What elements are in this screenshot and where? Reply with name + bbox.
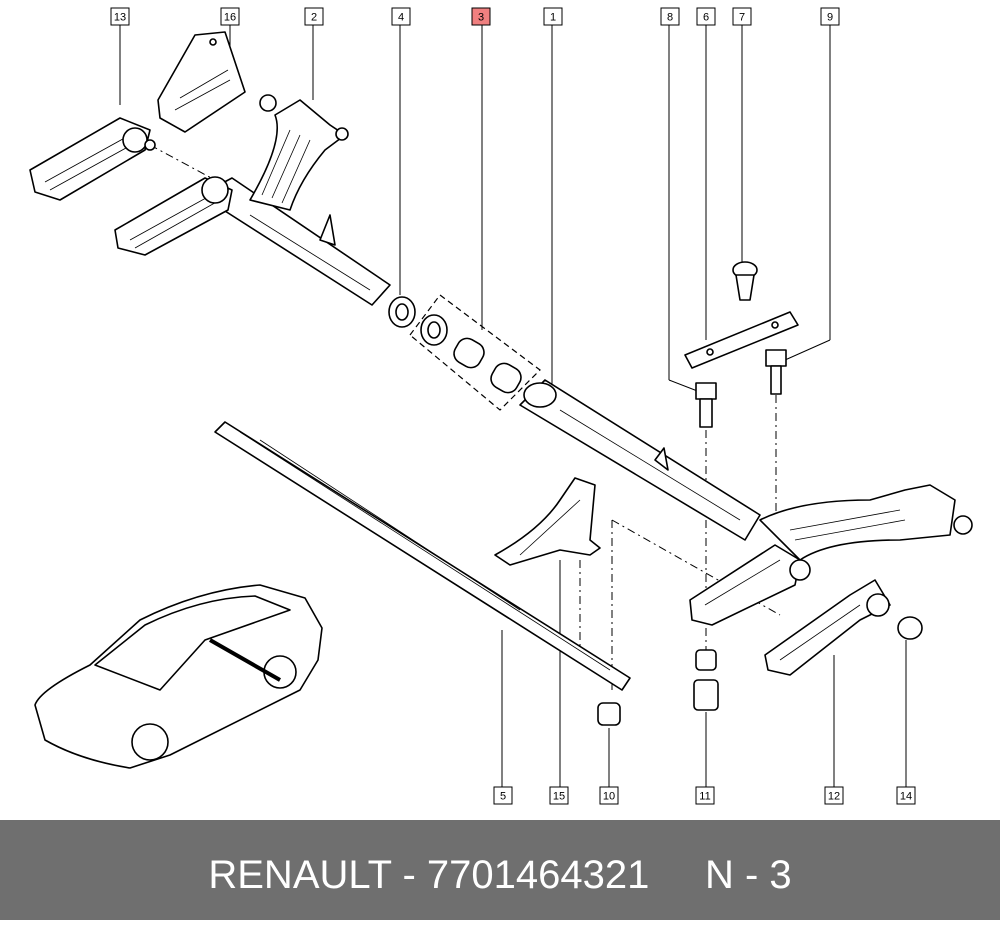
bush-10 — [597, 702, 621, 726]
callout-label: 5 — [500, 791, 506, 803]
callout-label: 11 — [699, 791, 710, 803]
callout-label: 3 — [478, 12, 484, 24]
callout-5: 5 — [493, 786, 513, 805]
right-mount-bracket — [689, 544, 811, 626]
callout-10: 10 — [599, 786, 619, 805]
callout-box — [732, 7, 752, 26]
plate-6 — [684, 311, 799, 369]
callout-box — [493, 786, 513, 805]
callout-box — [391, 7, 411, 26]
footer-part-number: RENAULT - 7701464321 N - 3 — [208, 853, 792, 897]
bushing-4 — [388, 296, 416, 328]
callout-label: 13 — [114, 12, 126, 24]
callout-label: 9 — [827, 12, 833, 24]
axle-tube — [199, 177, 761, 541]
bolt-8 — [695, 382, 717, 428]
callout-box — [471, 7, 491, 26]
callout-box — [220, 7, 240, 26]
leader-lines — [119, 25, 907, 787]
left-trailing-arm — [249, 94, 349, 211]
callout-1: 1 — [543, 7, 563, 26]
bearing-kit-3 — [420, 314, 522, 394]
bracket-15 — [494, 477, 601, 566]
callout-boxes: 13 16 2 4 3 1 8 6 7 9 5 15 10 11 12 14 — [110, 7, 916, 805]
callout-6: 6 — [696, 7, 716, 26]
footer-bar: RENAULT - 7701464321 N - 3 — [0, 820, 1000, 920]
callout-box — [820, 7, 840, 26]
callout-12: 12 — [824, 786, 844, 805]
torsion-bar-5 — [214, 421, 631, 691]
car-illustration-icon — [34, 584, 323, 769]
callout-box — [695, 786, 715, 805]
callout-label: 6 — [703, 12, 709, 24]
callout-16: 16 — [220, 7, 240, 26]
callout-box — [599, 786, 619, 805]
callout-box — [696, 7, 716, 26]
callout-13: 13 — [110, 7, 130, 26]
callout-4: 4 — [391, 7, 411, 26]
callout-8: 8 — [660, 7, 680, 26]
left-mount-bracket — [114, 176, 233, 256]
bush-11 — [693, 649, 719, 711]
cap-14 — [897, 616, 923, 640]
callout-box — [304, 7, 324, 26]
callout-label: 10 — [603, 791, 615, 803]
exploded-parts-diagram: 13 16 2 4 3 1 8 6 7 9 5 15 10 11 12 14 — [29, 7, 973, 805]
callout-label: 12 — [828, 791, 840, 803]
callout-box — [110, 7, 130, 26]
callout-label: 4 — [398, 12, 404, 24]
bracket-plate-16 — [157, 31, 246, 133]
callout-2: 2 — [304, 7, 324, 26]
callout-label: 15 — [553, 791, 565, 803]
callout-box — [549, 786, 569, 805]
callout-9: 9 — [820, 7, 840, 26]
callout-15: 15 — [549, 786, 569, 805]
callout-11: 11 — [695, 786, 715, 805]
clip-7 — [732, 261, 758, 301]
callout-label: 14 — [900, 791, 912, 803]
left-bracket-13 — [29, 117, 156, 201]
callout-14: 14 — [896, 786, 916, 805]
callout-3: 3 — [471, 7, 491, 26]
callout-box — [543, 7, 563, 26]
callout-label: 2 — [311, 12, 317, 24]
bolt-9 — [765, 349, 787, 395]
callout-label: 16 — [224, 12, 236, 24]
callout-box — [660, 7, 680, 26]
callout-box — [896, 786, 916, 805]
callout-7: 7 — [732, 7, 752, 26]
callout-label: 1 — [550, 12, 556, 24]
callout-label: 8 — [667, 12, 673, 24]
right-bracket-12 — [764, 579, 891, 676]
callout-label: 7 — [739, 12, 745, 24]
callout-box — [824, 786, 844, 805]
right-trailing-arm — [759, 484, 973, 561]
